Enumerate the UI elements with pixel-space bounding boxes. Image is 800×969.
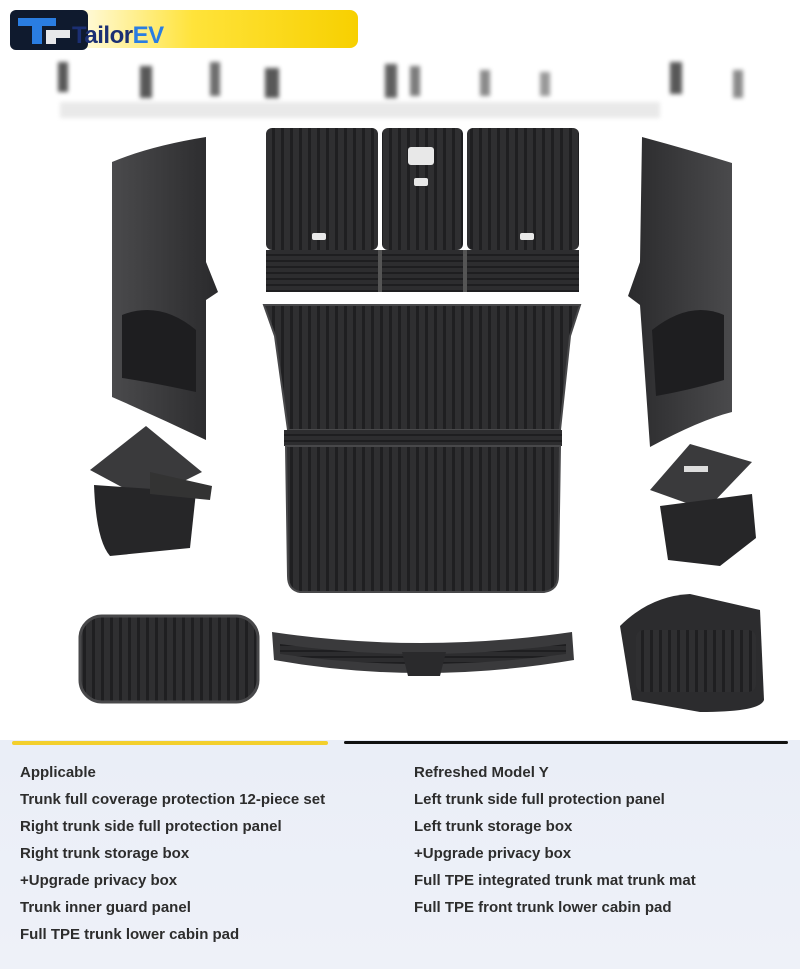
- black-accent-line: [344, 741, 788, 744]
- spec-item: Right trunk side full protection panel: [20, 818, 282, 835]
- spec-item: Full TPE front trunk lower cabin pad: [414, 899, 672, 916]
- trunk-parts-illustration: [78, 128, 764, 712]
- spec-label-applicable: Applicable: [20, 764, 96, 781]
- spec-item: Full TPE integrated trunk mat trunk mat: [414, 872, 696, 889]
- upper-mat-pieces: [266, 128, 579, 292]
- main-trunk-mat: [262, 304, 582, 593]
- right-side-panel: [628, 137, 732, 447]
- right-storage-box: [650, 444, 756, 566]
- brand-name-part2: EV: [132, 22, 165, 49]
- inner-guard-panel: [272, 632, 574, 676]
- logo-highlight: [58, 10, 358, 48]
- brand-logo: TailorEV: [8, 8, 358, 50]
- brand-name: TailorEV: [72, 22, 164, 50]
- spec-list-right: Refreshed Model Y Left trunk side full p…: [414, 763, 696, 925]
- brand-name-part1: Tailor: [72, 22, 133, 49]
- spec-item: Trunk full coverage protection 12-piece …: [20, 791, 326, 808]
- logo-mark-icon: [10, 10, 88, 50]
- spec-value-model: Refreshed Model Y: [414, 764, 549, 781]
- spec-panel: [0, 740, 800, 969]
- left-side-panel: [112, 137, 218, 440]
- spec-item: Full TPE trunk lower cabin pad: [20, 926, 240, 943]
- spec-item: +Upgrade privacy box: [20, 872, 178, 889]
- yellow-accent-line: [12, 741, 328, 745]
- spec-list-left: Applicable Trunk full coverage protectio…: [20, 763, 325, 952]
- product-image: TailorEV: [8, 8, 764, 712]
- blurred-header-strip: [58, 62, 743, 118]
- left-storage-box: [90, 426, 212, 556]
- spec-item: Left trunk storage box: [414, 818, 573, 835]
- spec-item: Right trunk storage box: [20, 845, 190, 862]
- lower-cabin-pad-left: [78, 614, 260, 704]
- spec-item: +Upgrade privacy box: [414, 845, 572, 862]
- spec-item: Trunk inner guard panel: [20, 899, 191, 916]
- front-trunk-pad: [620, 594, 764, 712]
- spec-item: Left trunk side full protection panel: [414, 791, 665, 808]
